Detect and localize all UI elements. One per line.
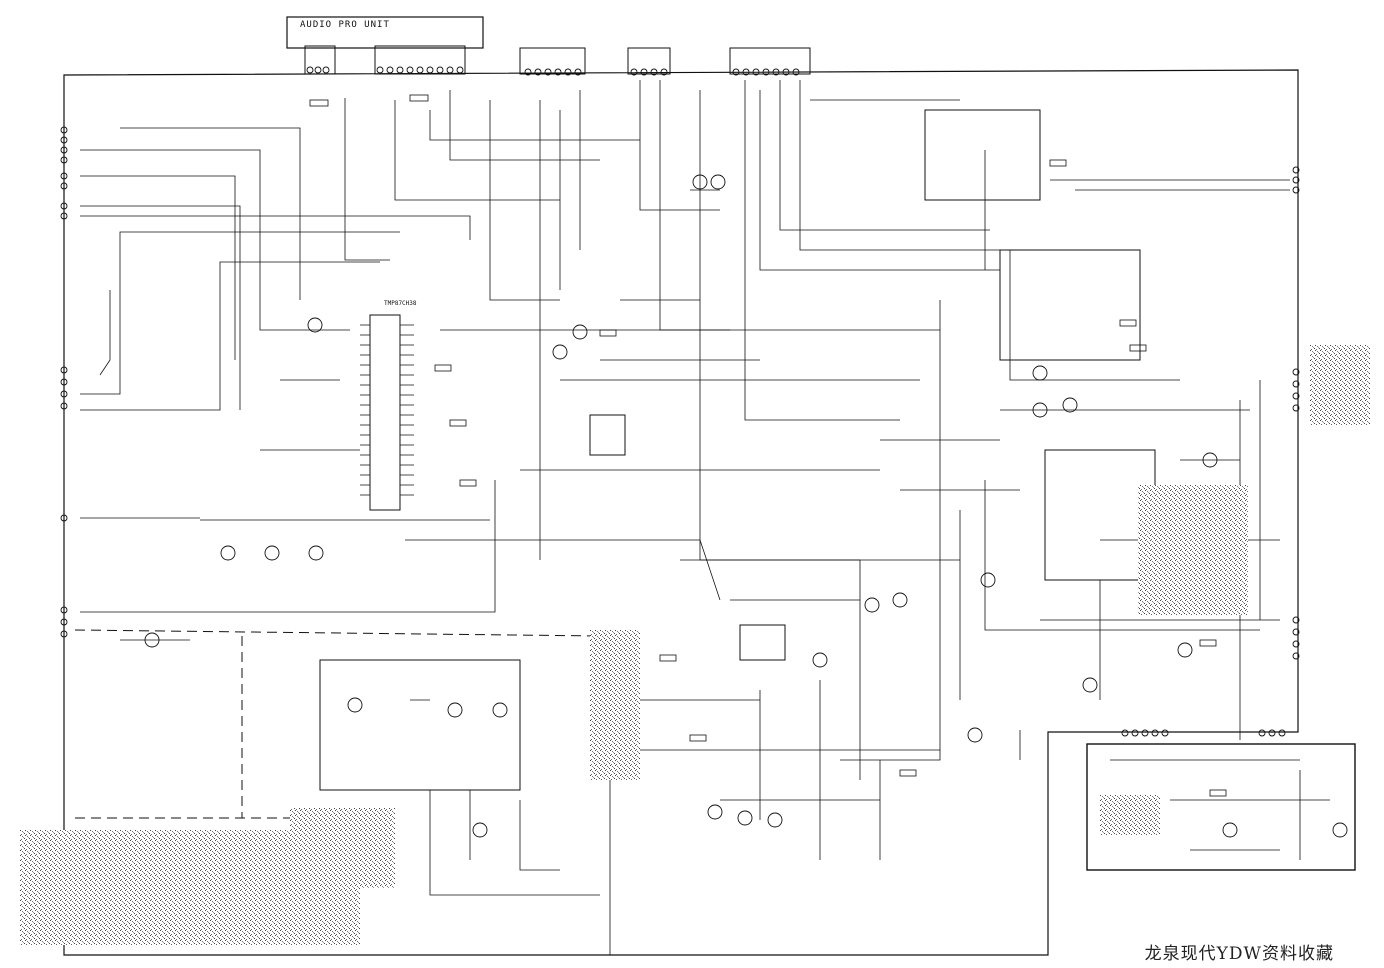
- connector-right: [1121, 166, 1300, 737]
- connector-pins-top: [306, 66, 800, 76]
- audio-pro-unit-label: AUDIO PRO UNIT: [300, 20, 390, 30]
- dashed-region: [74, 629, 601, 819]
- resistors: [309, 94, 1227, 797]
- transistors: [144, 174, 1348, 838]
- audio-pro-unit-box: [286, 16, 484, 49]
- main-ic-label: TMP87CH38: [384, 300, 417, 307]
- main-ic: [369, 314, 401, 511]
- ic-upper-right: [319, 109, 1156, 791]
- main-ic-pins: [360, 324, 414, 496]
- scan-noise: [20, 345, 1370, 945]
- connector-top: [304, 45, 811, 75]
- wiring: [80, 80, 1330, 955]
- board-outline: [63, 69, 1299, 956]
- sub-board-box: [1086, 743, 1356, 871]
- watermark-text: 龙泉现代YDW资料收藏: [1144, 944, 1334, 964]
